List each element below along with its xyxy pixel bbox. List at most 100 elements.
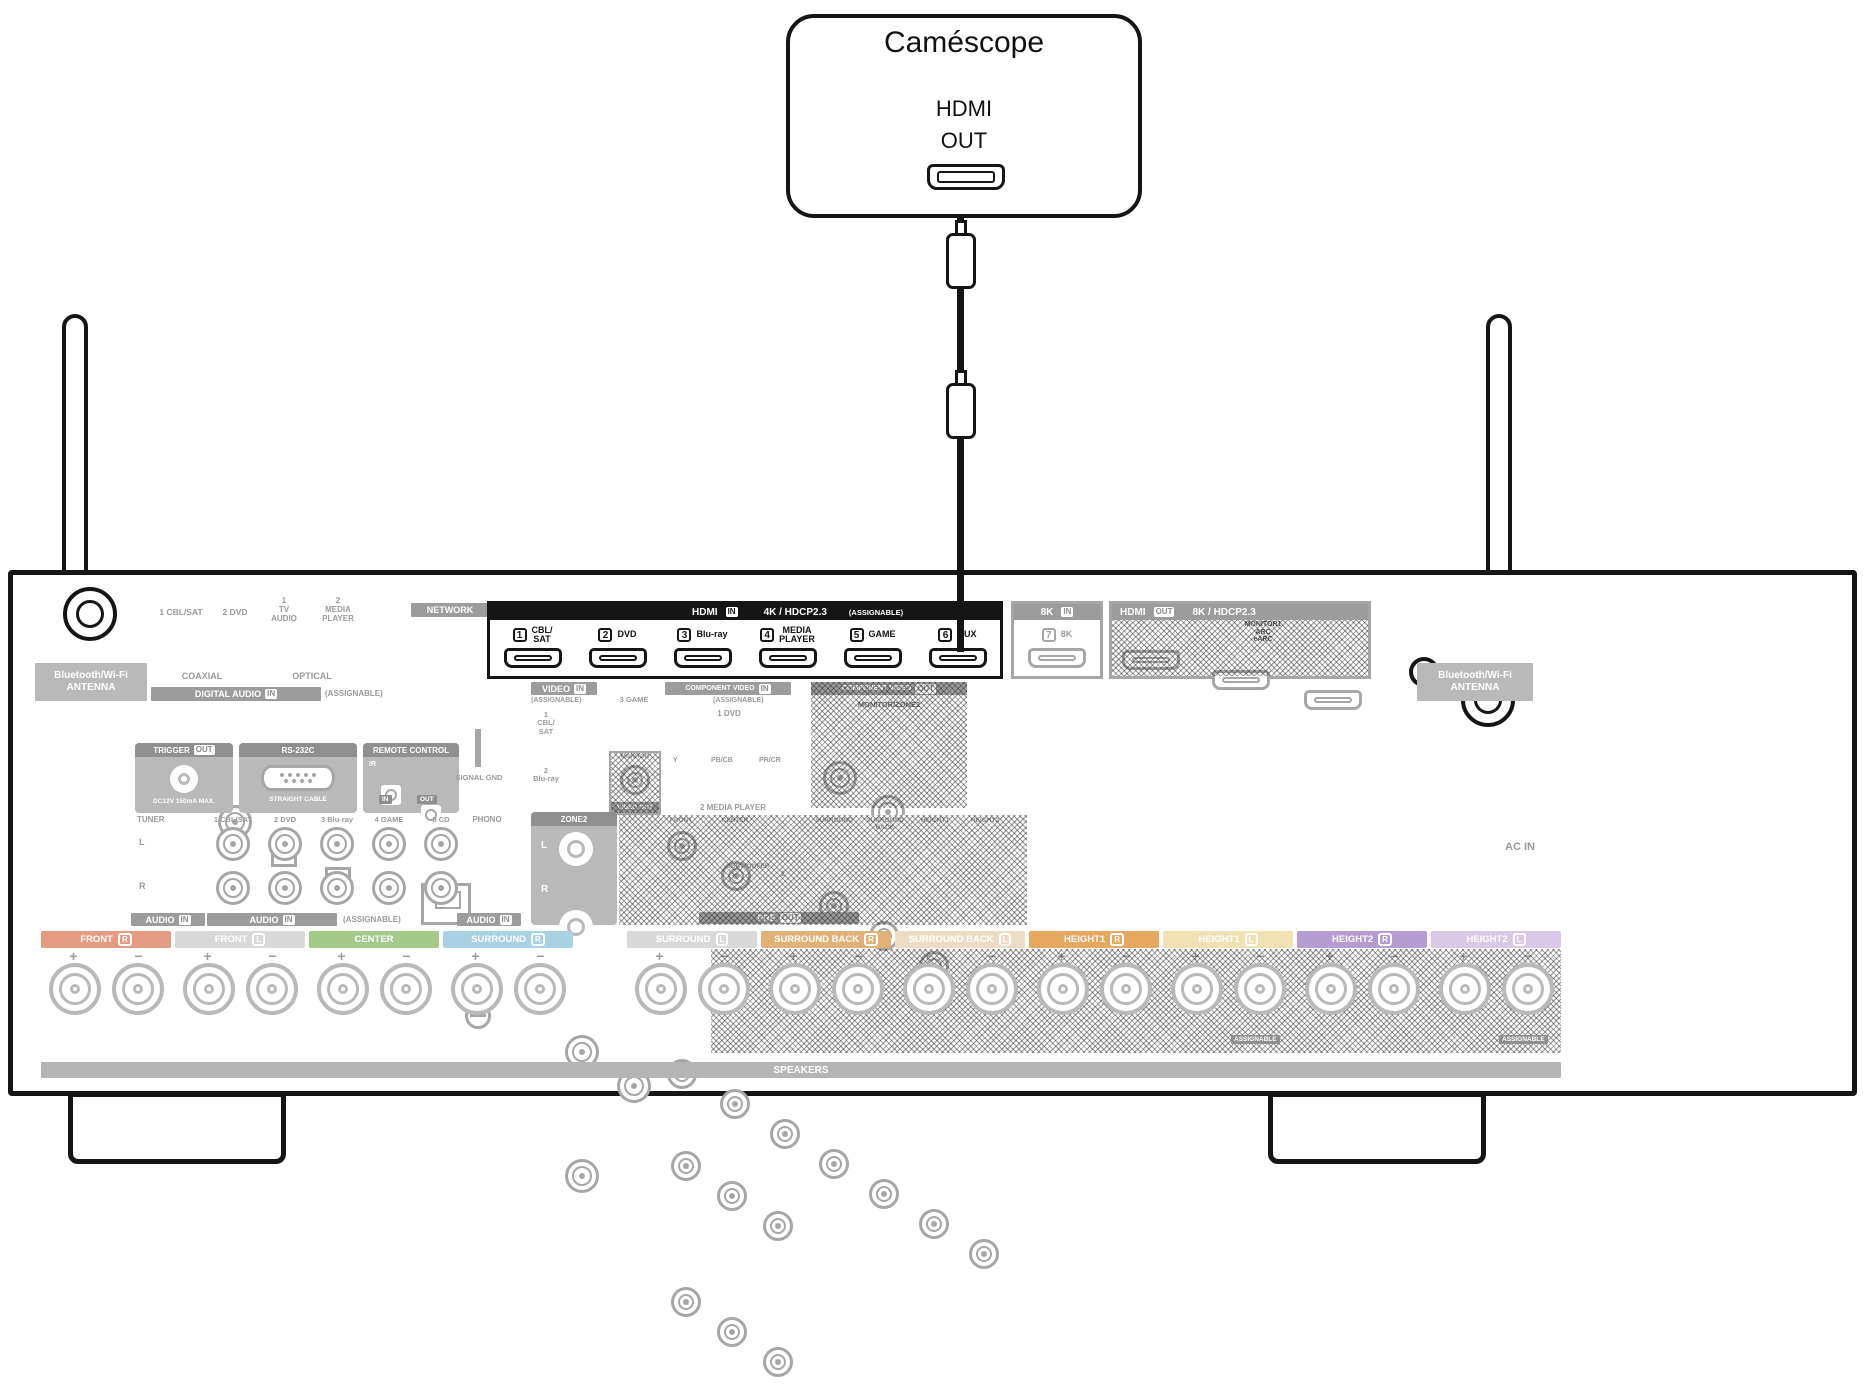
video-title: VIDEO xyxy=(541,683,570,694)
ac-in-label: AC IN xyxy=(1505,841,1535,853)
binding-post-minus xyxy=(1367,963,1420,1015)
speaker-posts xyxy=(1163,963,1293,1015)
speaker-posts xyxy=(41,963,171,1015)
hdmi-connector-icon xyxy=(843,648,902,668)
hdmi-connector-icon xyxy=(673,648,732,668)
binding-post-plus xyxy=(48,963,101,1015)
speaker-channel-side-badge: R xyxy=(1378,933,1392,946)
hdmi-port-label: Blu-ray xyxy=(696,629,728,640)
speaker-channel-label: SURROUND BACK xyxy=(908,934,994,945)
speaker-terminals-row: ASSIGNABLE ASSIGNABLE FRONT R + − xyxy=(41,931,1561,1057)
speaker-channel-side-badge: R xyxy=(117,933,132,946)
coaxial-2-label: 2 DVD xyxy=(222,607,248,617)
zone2-l-label: L xyxy=(541,840,548,851)
antenna-label-right-line2: ANTENNA xyxy=(1450,682,1500,693)
speaker-channel-band: HEIGHT2 R xyxy=(1297,931,1427,948)
antenna-label-left-line2: ANTENNA xyxy=(66,682,116,693)
audio-in-title: AUDIO xyxy=(249,914,279,925)
audio-input-label: 2 DVD xyxy=(273,815,297,824)
tuner-audio-in-badge: IN xyxy=(178,914,191,925)
binding-post-plus xyxy=(1170,963,1223,1015)
hdmi-in-badge: IN xyxy=(725,607,738,617)
plus-mark: + xyxy=(203,947,212,964)
preout-jack xyxy=(919,1209,949,1239)
speaker-channel-band: CENTER xyxy=(309,931,439,948)
network-band: NETWORK xyxy=(411,603,489,617)
remote-out-badge: OUT xyxy=(417,795,437,804)
hdmi-plug-body xyxy=(946,383,976,439)
binding-post-plus xyxy=(768,963,821,1015)
optical-2-label: 2 MEDIA PLAYER xyxy=(322,596,354,623)
hdmi-connector-icon xyxy=(588,648,647,668)
digital-audio-in-badge: IN xyxy=(265,689,278,699)
speaker-posts xyxy=(443,963,573,1015)
hdmi-in-port: 2 DVD xyxy=(575,620,660,676)
speaker-posts xyxy=(761,963,891,1015)
hdmi-in-port-top: 6 AUX xyxy=(938,622,977,648)
component-jack-pb-in2 xyxy=(717,1317,747,1347)
signal-gnd-label: SIGNAL GND xyxy=(455,773,503,782)
remote-control-box: REMOTE CONTROL IR IN OUT xyxy=(363,743,459,825)
plus-mark: + xyxy=(655,947,664,964)
audio-in-badge: IN xyxy=(282,914,295,925)
audio-input-label: 3 Blu-ray xyxy=(320,815,354,824)
hdmi-8k-port-number: 7 xyxy=(1041,628,1056,642)
audio-input-label: 4 GAME xyxy=(374,815,404,824)
audio-input-r-jack xyxy=(372,871,406,905)
audio-input-l-jack xyxy=(268,827,302,861)
hdmi-in-title: HDMI xyxy=(692,606,718,618)
hdmi-plug-bottom xyxy=(944,370,978,439)
optical-1-label: 1 TV AUDIO xyxy=(271,596,297,623)
minus-mark: − xyxy=(268,947,277,964)
monitor-video-out-inner: MONITOR VIDEO OUT xyxy=(611,753,659,813)
hdmi-connector-icon xyxy=(503,648,562,668)
binding-post-minus xyxy=(965,963,1018,1015)
camcorder-hdmi-port-icon xyxy=(927,164,1005,190)
speaker-channel-side-badge: L xyxy=(998,933,1012,946)
zone2-inner: L R xyxy=(531,826,617,944)
speaker-posts xyxy=(175,963,305,1015)
audio-input-l-jack xyxy=(320,827,354,861)
audio-input-column: 3 Blu-ray xyxy=(311,815,363,905)
zone2-r-label: R xyxy=(541,884,549,895)
component-y-label: Y xyxy=(673,757,678,764)
hdmi-in-port: 4 MEDIA PLAYER xyxy=(745,620,830,676)
preout-jack xyxy=(720,1089,750,1119)
hdmi-in-port-top: 4 MEDIA PLAYER xyxy=(760,622,815,648)
speaker-channel: FRONT R + − xyxy=(41,931,171,1057)
speaker-channel-band: SURROUND BACK R xyxy=(761,931,891,948)
speaker-channel-side-badge: L xyxy=(1512,933,1526,946)
speaker-channel-label: HEIGHT2 xyxy=(1466,934,1508,945)
component-out-inner: COMPONENT VIDEOOUT MONITOR/ZONE2 xyxy=(811,682,967,863)
hdmi-port-number: 3 xyxy=(677,628,692,642)
speaker-channel: SURROUND BACK R + − xyxy=(761,931,891,1057)
phono-audio-title: AUDIO xyxy=(466,914,496,925)
hdmi-out-title: HDMI xyxy=(1120,606,1146,618)
hdmi-in-port: 3 Blu-ray xyxy=(660,620,745,676)
video-in-badge: IN xyxy=(574,683,586,694)
hdmi-in-port-top: 3 Blu-ray xyxy=(677,622,728,648)
hdmi-in-section: HDMI IN 4K / HDCP2.3 (ASSIGNABLE) 1 CBL/… xyxy=(487,601,1003,679)
speaker-posts xyxy=(1029,963,1159,1015)
rs232-pins-row1 xyxy=(280,773,316,777)
camcorder-title: Caméscope xyxy=(883,26,1045,59)
zone2-l-jack xyxy=(559,832,593,866)
remote-in-badge: IN xyxy=(379,795,392,804)
speaker-posts xyxy=(1431,963,1561,1015)
component-jack-pr-in xyxy=(763,1211,793,1241)
hdmi-port-label: MEDIA PLAYER xyxy=(779,624,815,644)
speaker-polarity-marks: + − xyxy=(309,947,439,964)
speaker-channel-label: FRONT xyxy=(214,934,248,945)
speaker-channel-band: SURROUND BACK L xyxy=(895,931,1025,948)
optical-group-label: OPTICAL xyxy=(292,671,332,681)
hdmi-plug-body xyxy=(946,233,976,289)
minus-mark: − xyxy=(134,947,143,964)
plus-mark: + xyxy=(337,947,346,964)
